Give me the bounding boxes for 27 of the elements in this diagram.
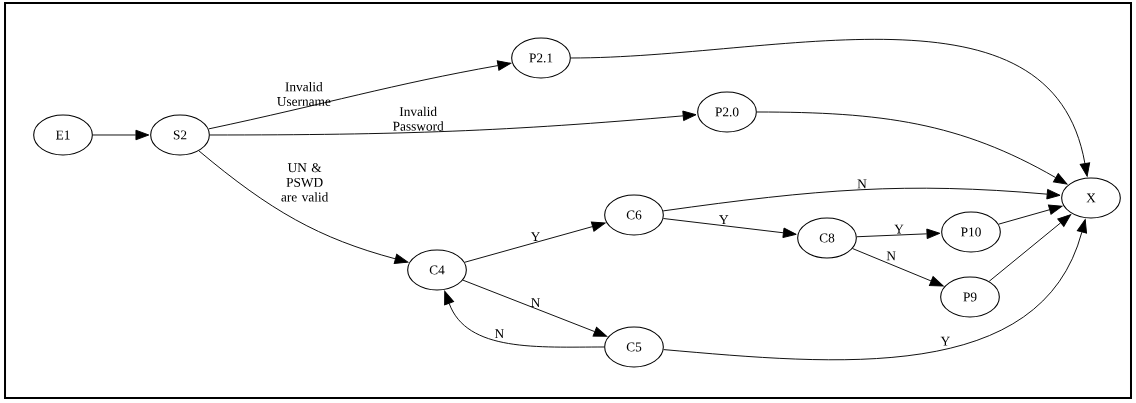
arrow (998, 204, 1063, 225)
edge-label: N (494, 329, 504, 338)
edge-label: Y (719, 215, 729, 225)
edge-label: Y (940, 336, 950, 346)
edge-label: N (531, 298, 540, 307)
arrow (208, 60, 512, 130)
arrow (92, 129, 150, 141)
arrow (852, 248, 944, 287)
edge-label: N (886, 251, 896, 261)
arrow (663, 219, 1087, 361)
arrow (570, 39, 1091, 177)
edge-label: UN & PSWD are valid (281, 163, 329, 202)
arrow (464, 221, 606, 263)
edge-label: Invalid Username (277, 81, 331, 106)
edge-label: Invalid Password (393, 106, 444, 131)
arrow (756, 111, 1068, 185)
arrow (462, 279, 608, 337)
arrow (662, 218, 797, 239)
arrow (662, 187, 1061, 212)
edge-label: Y (894, 224, 904, 234)
arrow (988, 214, 1072, 282)
arrow (856, 228, 941, 240)
edge-label: Y (530, 232, 540, 241)
arrow (444, 290, 605, 348)
arrow (198, 150, 409, 264)
edge-label: N (857, 179, 867, 189)
arrow (209, 110, 697, 136)
